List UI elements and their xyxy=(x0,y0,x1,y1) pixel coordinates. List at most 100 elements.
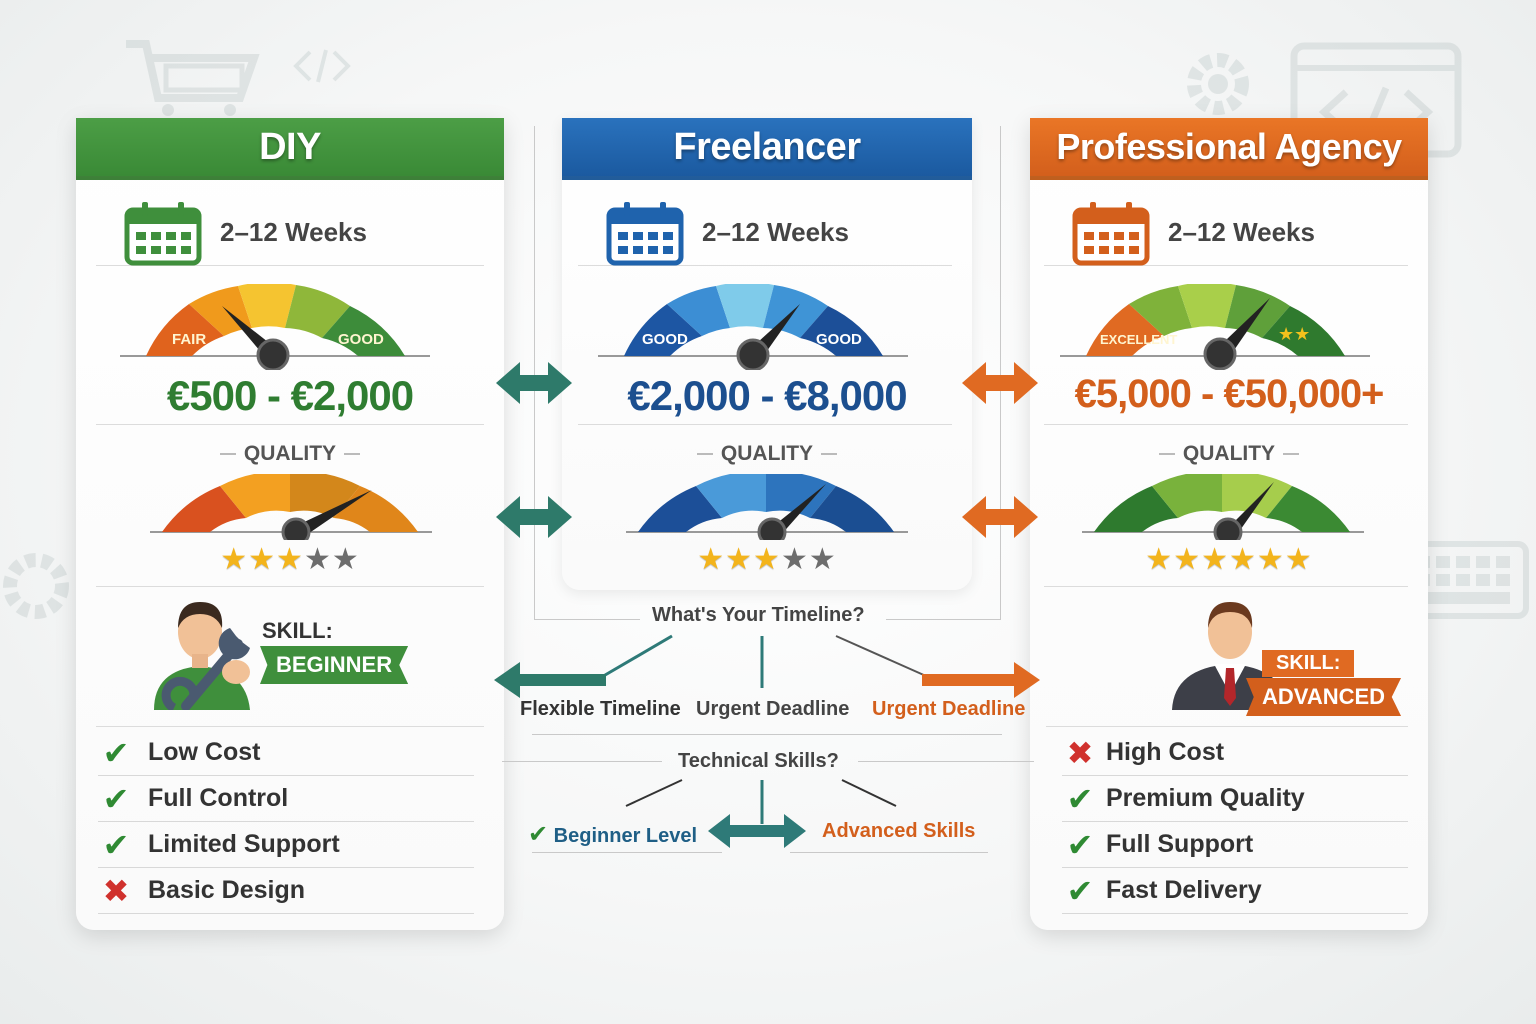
agency-feature-item: ✔ Full Support xyxy=(1062,822,1408,868)
freelancer-price: €2,000 - €8,000 xyxy=(627,372,907,419)
divider xyxy=(1044,424,1408,425)
star-filled-icon: ★ xyxy=(697,543,726,576)
divider xyxy=(96,726,484,727)
freelancer-quality-gauge xyxy=(626,474,908,540)
diy-title: DIY xyxy=(259,125,321,168)
cross-icon: ✖ xyxy=(102,872,130,909)
freelancer-header: Freelancer xyxy=(562,118,972,180)
svg-text:GOOD: GOOD xyxy=(642,331,688,348)
diy-feature-item: ✖ Basic Design xyxy=(98,868,474,914)
check-icon: ✔ xyxy=(1066,826,1094,863)
divider xyxy=(1044,586,1408,587)
star-filled-icon: ★ xyxy=(1173,543,1202,576)
star-empty-icon: ★ xyxy=(808,543,837,576)
agency-skill-label: SKILL: xyxy=(1262,650,1355,677)
diy-header: DIY xyxy=(76,118,504,180)
connector-line xyxy=(534,619,640,620)
connector-line xyxy=(886,619,1001,620)
diy-weeks: 2–12 Weeks xyxy=(220,217,367,247)
diy-quality-gauge xyxy=(150,474,432,540)
diy-skill-badge: BEGINNER xyxy=(260,646,409,684)
divider xyxy=(578,424,952,425)
code-icon xyxy=(293,49,351,83)
check-icon: ✔ xyxy=(102,826,130,863)
diy-price: €500 - €2,000 xyxy=(166,372,414,419)
freelancer-timeline-row: 2–12 Weeks xyxy=(578,200,952,266)
agency-star-rating: ★★★★★★ xyxy=(1030,542,1428,577)
agency-title: Professional Agency xyxy=(1056,126,1402,167)
connector-line xyxy=(858,761,1034,762)
cart-icon xyxy=(126,40,260,116)
star-empty-icon: ★ xyxy=(331,543,360,576)
agency-header: Professional Agency xyxy=(1030,118,1428,180)
diy-skill-label: SKILL: xyxy=(262,618,333,643)
diy-quality-label: QUALITY xyxy=(76,442,504,466)
star-filled-icon: ★ xyxy=(1201,543,1229,576)
star-filled-icon: ★ xyxy=(220,543,249,576)
agency-quality-gauge xyxy=(1082,474,1364,540)
timeline-question: What's Your Timeline? xyxy=(652,604,865,626)
divider xyxy=(96,586,484,587)
star-empty-icon: ★ xyxy=(303,543,332,576)
skill-option-beginner: ✔ Beginner Level xyxy=(528,821,698,848)
left-arrow-icon xyxy=(494,662,606,698)
agency-feature-item: ✔ Premium Quality xyxy=(1062,776,1408,822)
freelancer-cost-gauge: GOOD GOOD xyxy=(598,284,908,370)
skills-question: Technical Skills? xyxy=(678,750,839,772)
svg-text:GOOD: GOOD xyxy=(816,331,862,348)
connector-line xyxy=(534,126,535,620)
agency-cost-gauge: EXCELLENT ★★ xyxy=(1060,284,1370,370)
diy-feature-item: ✔ Limited Support xyxy=(98,822,474,868)
agency-quality-label: QUALITY xyxy=(1030,442,1428,466)
calendar-icon xyxy=(124,201,202,265)
timeline-option-flexible: Flexible Timeline xyxy=(520,698,681,720)
skills-branch-lines xyxy=(625,779,897,824)
star-filled-icon: ★ xyxy=(1284,543,1313,576)
diy-timeline-row: 2–12 Weeks xyxy=(96,200,484,266)
divider xyxy=(790,852,988,853)
check-icon: ✔ xyxy=(102,734,130,771)
check-icon: ✔ xyxy=(528,821,549,848)
star-empty-icon: ★ xyxy=(780,543,809,576)
divider xyxy=(96,424,484,425)
double-arrow-icon xyxy=(708,814,806,848)
divider xyxy=(532,734,1002,735)
divider xyxy=(532,852,722,853)
connector-line xyxy=(1000,126,1001,620)
check-icon: ✔ xyxy=(1066,780,1094,817)
double-arrow-icon xyxy=(962,496,1038,538)
agency-skill-badge: ADVANCED xyxy=(1246,678,1402,716)
svg-text:EXCELLENT: EXCELLENT xyxy=(1100,332,1177,347)
check-icon: ✔ xyxy=(1066,872,1094,909)
divider xyxy=(1046,726,1408,727)
freelancer-card: Freelancer 2–12 Weeks GOOD GOOD €2,000 -… xyxy=(562,118,972,590)
star-filled-icon: ★ xyxy=(725,543,754,576)
beginner-person-wrench-icon xyxy=(154,602,250,710)
diy-feature-item: ✔ Low Cost xyxy=(98,730,474,776)
diy-cost-gauge: FAIR GOOD xyxy=(120,284,430,370)
gear-icon xyxy=(1187,53,1249,115)
right-arrow-icon xyxy=(922,662,1040,698)
svg-text:FAIR: FAIR xyxy=(172,331,206,348)
star-filled-icon: ★ xyxy=(753,543,781,576)
star-filled-icon: ★ xyxy=(1229,543,1257,576)
agency-feature-item: ✖ High Cost xyxy=(1062,730,1408,776)
timeline-option-urgent-agency: Urgent Deadline xyxy=(872,698,1026,720)
star-filled-icon: ★ xyxy=(1145,543,1174,576)
cross-icon: ✖ xyxy=(1066,734,1094,771)
star-filled-icon: ★ xyxy=(276,543,304,576)
double-arrow-icon xyxy=(496,362,572,404)
svg-text:★★: ★★ xyxy=(1278,324,1310,345)
agency-feature-item: ✔ Fast Delivery xyxy=(1062,868,1408,914)
connector-line xyxy=(502,761,662,762)
star-filled-icon: ★ xyxy=(248,543,277,576)
freelancer-quality-label: QUALITY xyxy=(562,442,972,466)
agency-price: €5,000 - €50,000+ xyxy=(1074,372,1385,416)
calendar-icon xyxy=(1072,201,1150,265)
calendar-icon xyxy=(606,201,684,265)
timeline-branch-lines xyxy=(599,634,927,688)
diy-star-rating: ★★★★★ xyxy=(76,542,504,577)
agency-card: Professional Agency 2–12 Weeks EXCELLENT… xyxy=(1030,118,1428,930)
double-arrow-icon xyxy=(962,362,1038,404)
freelancer-weeks: 2–12 Weeks xyxy=(702,217,849,247)
